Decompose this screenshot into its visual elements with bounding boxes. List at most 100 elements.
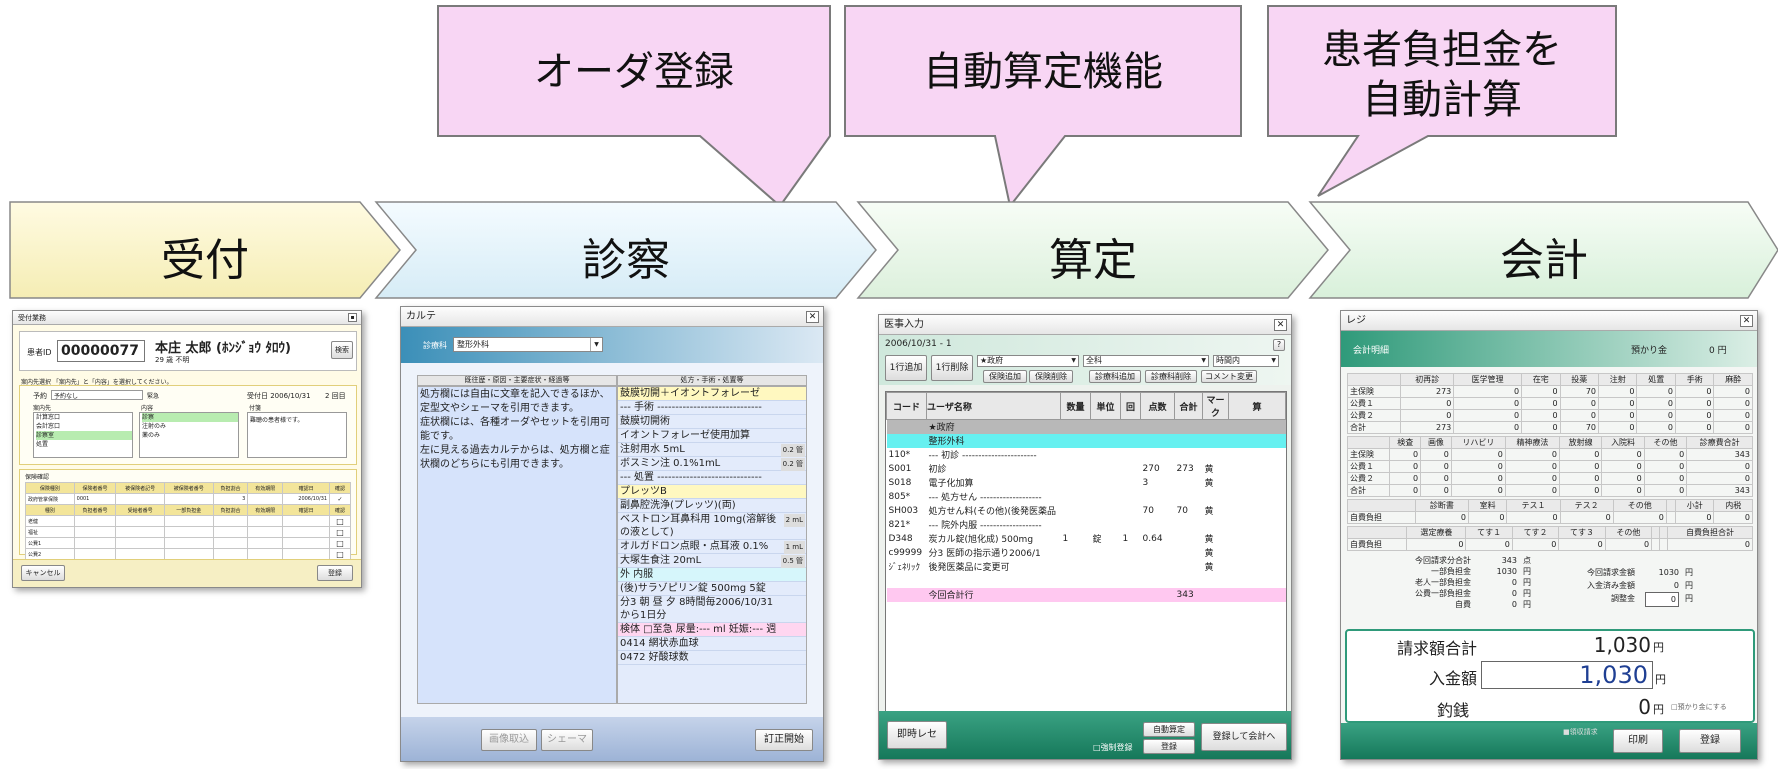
rx-line[interactable]: (後)サラゾピリン錠 500mg 5錠 [618,582,806,596]
register-button[interactable]: 登録 [1679,729,1741,753]
rx-line[interactable]: 副鼻腔洗浄(プレッツ)(両) [618,499,806,513]
list-item[interactable]: 診察室 [36,431,132,440]
table-row[interactable]: 整形外科 [886,433,1286,448]
print-button[interactable]: 印刷 [1613,729,1663,753]
rx-line[interactable]: オルガドロン点眼・点耳液 0.1%1 mL [618,540,806,554]
rx-line[interactable]: 検体 □至急 尿量:--- ml 妊娠:--- 週 [618,623,806,637]
delete-insurance-button[interactable]: 保険削除 [1029,370,1073,383]
rx-line[interactable]: 鼓膜切開＋イオントフォレーゼ [618,387,806,401]
close-icon[interactable]: ✕ [1274,319,1287,331]
register-button[interactable]: 登録 [1143,739,1195,754]
delete-dept-button[interactable]: 診療科削除 [1145,370,1197,383]
rx-line[interactable]: プレッツB [618,485,806,499]
rx-line[interactable]: 0414 網状赤血球 [618,637,806,651]
note-box[interactable]: 難聴の患者様です。 [247,412,347,458]
close-icon[interactable]: ✕ [1740,315,1753,327]
rx-line[interactable]: 鼓膜切開術 [618,415,806,429]
table-row[interactable]: 老健□ [25,515,351,527]
step-label: 診察 [582,235,670,286]
paid-amount-input[interactable]: 1,030 [1481,661,1653,689]
detail-label: 会計明細 [1353,346,1390,356]
instant-receipt-button[interactable]: 即時レセ [887,721,947,749]
search-button[interactable]: 検索 [331,341,353,359]
step-label: 会計 [1500,235,1588,286]
rx-line[interactable]: --- 処置 ----------------------------- [618,471,806,485]
delete-row-button[interactable]: 1行削除 [931,355,973,381]
add-dept-button[interactable]: 診療科追加 [1089,370,1141,383]
content-list[interactable]: 診察 注射のみ 薬のみ [139,412,239,458]
revise-button[interactable]: 訂正開始 [755,729,813,751]
billing-date: 2006/10/31 - 1 [885,339,952,349]
table-row[interactable]: 政府管掌保険 0001 3 2006/10/31 ✓ [25,493,351,505]
billed-total-value: 1,030 [1593,633,1651,657]
add-insurance-button[interactable]: 保険追加 [983,370,1027,383]
insurance-select[interactable]: ★政府▼ [977,355,1079,367]
yen-unit: 円 [1653,703,1664,716]
appt-select[interactable]: 予約なし [51,390,143,400]
karte-window: カルテ✕ 診療科 整形外科▼ 既往歴・原因・主要症状・経過等 処方・手術・処置等… [400,306,824,762]
dept-select[interactable]: 全科▼ [1083,355,1209,367]
list-item[interactable]: 注射のみ [142,423,167,430]
cancel-button[interactable]: キャンセル [21,565,65,581]
table-row[interactable]: 福祉□ [25,526,351,538]
rx-line[interactable]: ベストロン耳鼻科用 10mg(溶解後の液として)2 mL [618,513,806,540]
register-and-pay-button[interactable]: 登録して会計へ [1201,723,1287,751]
table-row[interactable]: 公費1□ [25,537,351,549]
rx-area[interactable]: 鼓膜切開＋イオントフォレーゼ--- 手術 -------------------… [617,386,807,704]
list-item[interactable]: 計算窓口 [36,414,61,421]
dept-select[interactable]: 整形外科▼ [453,337,603,352]
rx-line[interactable]: イオントフォレーゼ使用加算 [618,429,806,443]
symptom-textarea[interactable]: 処方欄には自由に文章を記入できるほか、定型文やシェーマを引用できます。 症状欄に… [417,386,617,704]
close-icon[interactable]: ✕ [806,311,819,323]
rx-quantity: 1 mL [783,541,805,554]
patient-id-field[interactable]: 00000077 [57,340,145,362]
table-row[interactable]: 821*--- 院外内服 ------------------- [888,519,1042,532]
list-item[interactable]: 診察 [142,413,238,422]
register-button[interactable]: 登録 [317,565,353,581]
table-row[interactable]: ｼﾞｪﾈﾘｯｸ後発医薬品に変更可黄 [888,563,1214,573]
receipt-checkbox[interactable]: ■領収請求 [1563,728,1598,736]
paid-label: 入金額 [1429,669,1478,688]
list-item[interactable]: 会計窓口 [36,423,61,430]
schema-button[interactable]: シェーマ [541,729,593,751]
table-row[interactable]: 110*--- 初診 ----------------------- [888,449,1037,462]
left-header: 既往歴・原因・主要症状・経過等 [417,375,617,386]
chevron-down-icon: ▼ [590,338,602,351]
table-row[interactable]: 805*--- 処方せん ------------------- [888,491,1042,504]
table-row[interactable]: 公費2□ [25,548,351,560]
list-item[interactable]: 薬のみ [142,432,161,439]
karte-bottom-bar [401,717,823,761]
list-item[interactable]: 処置 [36,441,49,448]
change-comment-button[interactable]: コメント変更 [1201,370,1257,383]
patient-age: 29 歳 不明 [155,356,190,364]
auto-calc-button[interactable]: 自動算定 [1143,722,1195,737]
image-import-button[interactable]: 画像取込 [481,729,537,751]
add-row-button[interactable]: 1行追加 [885,355,927,381]
rx-line[interactable]: 0472 好酸球数 [618,651,806,665]
force-register-checkbox[interactable]: □強制登録 [1093,743,1133,752]
close-icon[interactable]: ▪ [348,313,357,322]
deposit-checkbox[interactable]: □預かり金にする [1671,703,1727,711]
rx-line[interactable]: 分3 朝 昼 夕 8時間毎2006/10/31から1日分 [618,596,806,623]
help-button[interactable]: ? [1273,339,1285,351]
table-row[interactable]: ★政府 [886,419,1286,434]
table-row[interactable] [887,574,1286,588]
urgent-checkbox[interactable]: 緊急 [147,393,160,400]
rx-line[interactable]: --- 手術 ----------------------------- [618,401,806,415]
destination-list[interactable]: 計算窓口 会計窓口 診察室 処置 [33,412,133,458]
rx-line[interactable]: 外 内服 [618,568,806,582]
time-select[interactable]: 時間内▼ [1213,355,1279,367]
